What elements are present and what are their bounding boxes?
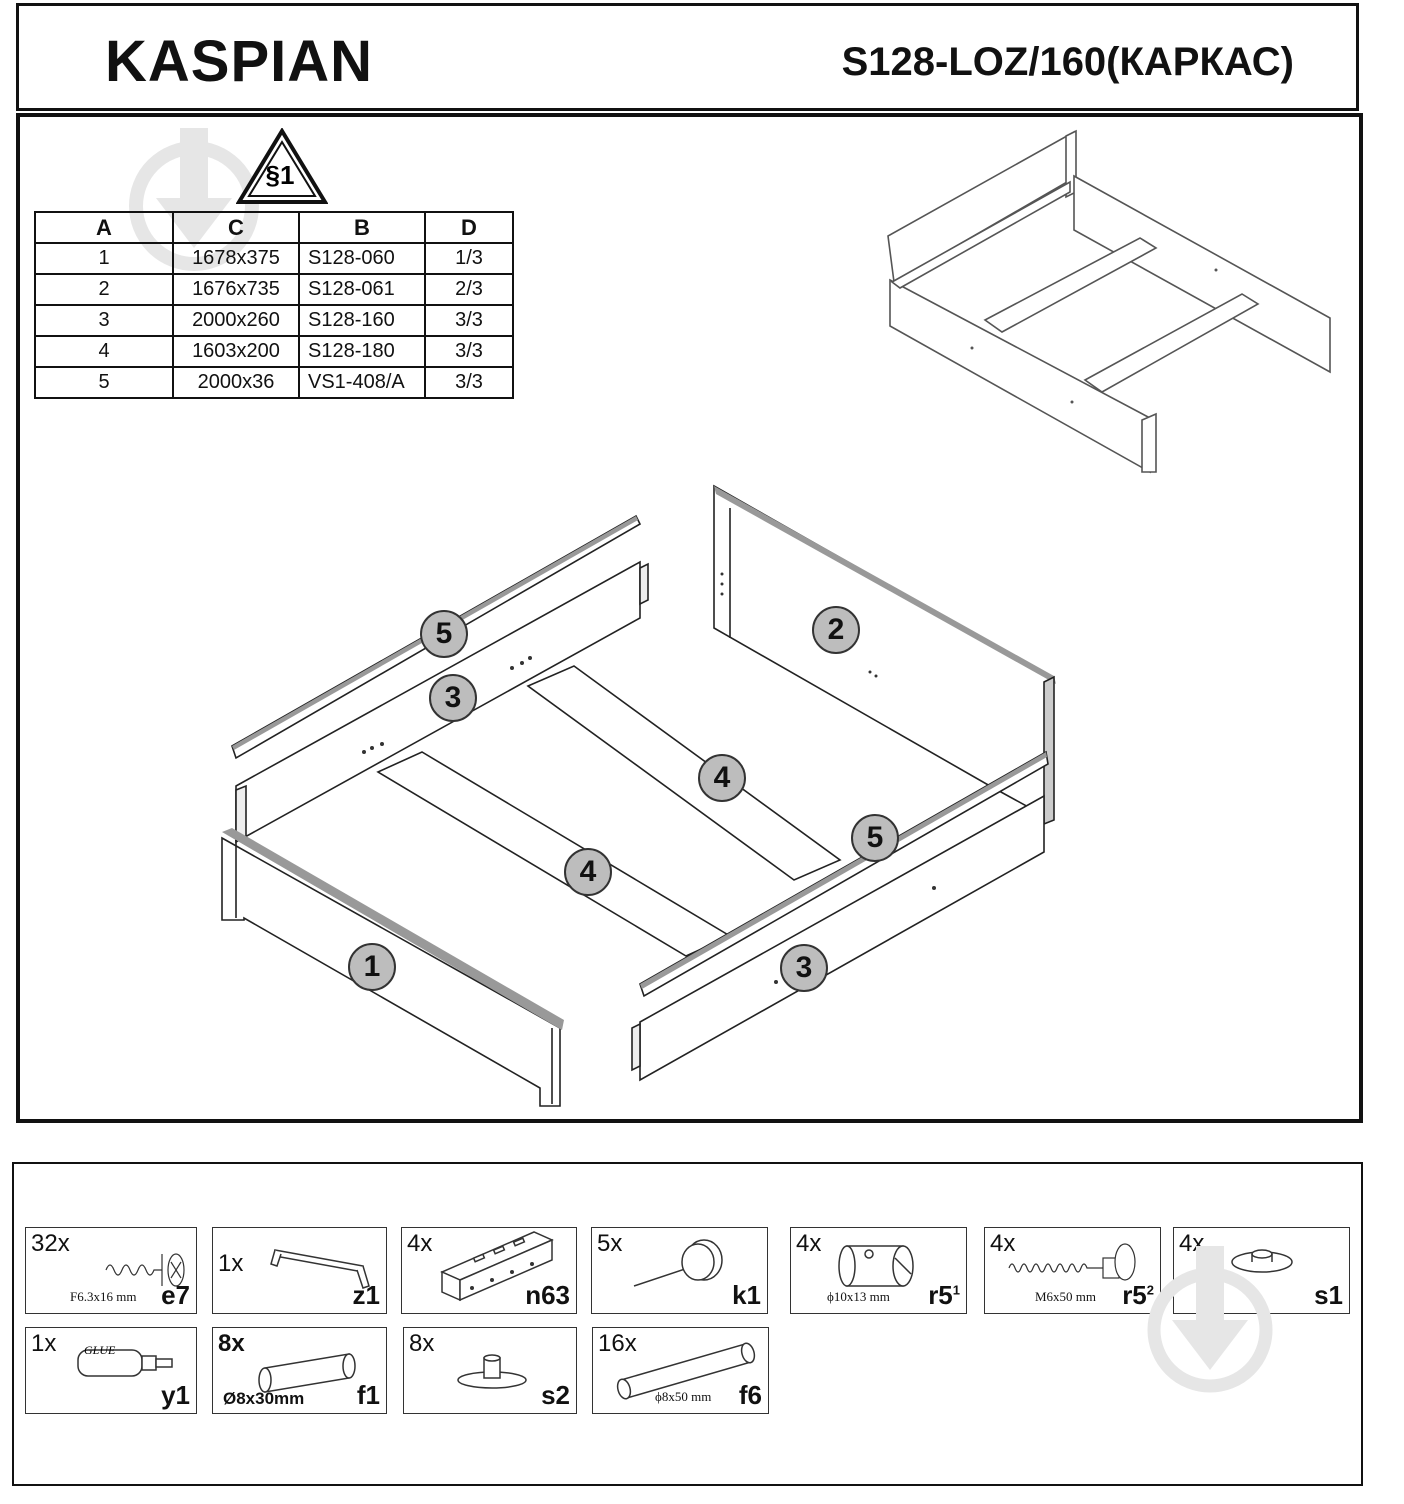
dimension: ϕ8x50 mm: [655, 1389, 712, 1404]
code: f6: [738, 1380, 762, 1410]
qty: 4x: [796, 1230, 822, 1257]
callout-part-3-back: 3: [429, 674, 477, 722]
qty: 8x: [409, 1330, 435, 1357]
fitting-r5-2: 4x M6x50 mm r52: [984, 1227, 1161, 1314]
warning-label: §1: [266, 160, 295, 190]
part-size: 2000x260: [172, 304, 300, 337]
glide-icon: [457, 1354, 527, 1389]
callout-part-4-front: 4: [564, 848, 612, 896]
nail-glide-icon: [633, 1239, 723, 1287]
code: n63: [525, 1280, 570, 1310]
qty: 1x: [218, 1250, 244, 1277]
part-code: S128-061: [298, 273, 426, 306]
screw-icon: [105, 1253, 185, 1287]
code: s2: [541, 1380, 570, 1410]
fitting-r5-1: 4x ϕ10x13 mm r51: [790, 1227, 967, 1314]
fitting-n63: 4x n63: [401, 1227, 577, 1314]
col-d-header: D: [424, 211, 514, 244]
assembly-panel: [16, 113, 1363, 1123]
part-package: 3/3: [424, 304, 514, 337]
bracket-icon: [440, 1231, 554, 1302]
qty: 16x: [598, 1330, 637, 1357]
callout-part-3-front: 3: [780, 944, 828, 992]
qty: 4x: [990, 1230, 1016, 1257]
fitting-z1: 1x z1: [212, 1227, 387, 1314]
model-code: S128-LOZ/160(КАРКАС): [841, 40, 1294, 84]
dimension: Ø8x30mm: [223, 1389, 305, 1408]
fitting-s2: 8x s2: [403, 1327, 577, 1414]
part-code: S128-180: [298, 335, 426, 368]
part-number: 1: [34, 242, 174, 275]
fitting-y1: GLUE 1x y1: [25, 1327, 197, 1414]
qty: 32x: [31, 1230, 70, 1257]
glue-label: GLUE: [84, 1343, 116, 1357]
dimension: M6x50 mm: [1035, 1289, 1097, 1304]
part-package: 2/3: [424, 273, 514, 306]
col-c-header: C: [172, 211, 300, 244]
part-size: 1678x375: [172, 242, 300, 275]
code: r51: [928, 1280, 960, 1310]
fitting-f1: 8x Ø8x30mm f1: [212, 1327, 387, 1414]
qty: 8x: [218, 1330, 245, 1357]
fitting-k1: 5x k1: [591, 1227, 768, 1314]
callout-part-1: 1: [348, 943, 396, 991]
code: z1: [352, 1280, 380, 1310]
part-code: S128-060: [298, 242, 426, 275]
part-number: 4: [34, 335, 174, 368]
col-a-header: A: [34, 211, 174, 244]
fitting-e7: 32x F6.3x16 mm e7: [25, 1227, 197, 1314]
part-size: 2000x36: [172, 366, 300, 399]
part-size: 1603x200: [172, 335, 300, 368]
part-package: 3/3: [424, 366, 514, 399]
part-number: 2: [34, 273, 174, 306]
callout-part-5-front: 5: [851, 814, 899, 862]
qty: 4x: [407, 1230, 433, 1257]
part-package: 3/3: [424, 335, 514, 368]
qty: 1x: [31, 1330, 57, 1357]
callout-part-2: 2: [812, 606, 860, 654]
qty: 5x: [597, 1230, 623, 1257]
part-code: VS1-408/A: [298, 366, 426, 399]
fitting-f6: 16x ϕ8x50 mm f6: [592, 1327, 769, 1414]
product-name: KASPIAN: [105, 29, 374, 94]
fittings-panel: [12, 1162, 1363, 1486]
code: e7: [161, 1280, 190, 1310]
code: k1: [732, 1280, 761, 1310]
table-header-row: A C B D: [34, 211, 514, 244]
dimension: ϕ10x13 mm: [827, 1289, 890, 1304]
hex-key-icon: [270, 1249, 370, 1289]
code: y1: [161, 1380, 190, 1410]
title-bar: KASPIAN S128-LOZ/160(КАРКАС): [16, 3, 1359, 111]
glide-cup-icon: [1231, 1249, 1293, 1273]
code: r52: [1122, 1280, 1154, 1310]
bolt-icon: [1008, 1243, 1136, 1281]
part-number: 5: [34, 366, 174, 399]
part-code: S128-160: [298, 304, 426, 337]
callout-part-5-top: 5: [420, 610, 468, 658]
part-package: 1/3: [424, 242, 514, 275]
code: s1: [1314, 1280, 1343, 1310]
dowel-icon: [258, 1353, 356, 1393]
warning-triangle-icon: §1: [236, 128, 328, 204]
long-dowel-icon: [616, 1342, 756, 1400]
cam-lock-icon: [838, 1245, 914, 1287]
watermark-icon: [1147, 1246, 1273, 1393]
part-number: 3: [34, 304, 174, 337]
callout-part-4-back: 4: [698, 754, 746, 802]
part-size: 1676x735: [172, 273, 300, 306]
dimension: F6.3x16 mm: [70, 1289, 137, 1304]
code: f1: [356, 1380, 380, 1410]
glue-bottle-icon: GLUE: [77, 1343, 173, 1377]
col-b-header: B: [298, 211, 426, 244]
